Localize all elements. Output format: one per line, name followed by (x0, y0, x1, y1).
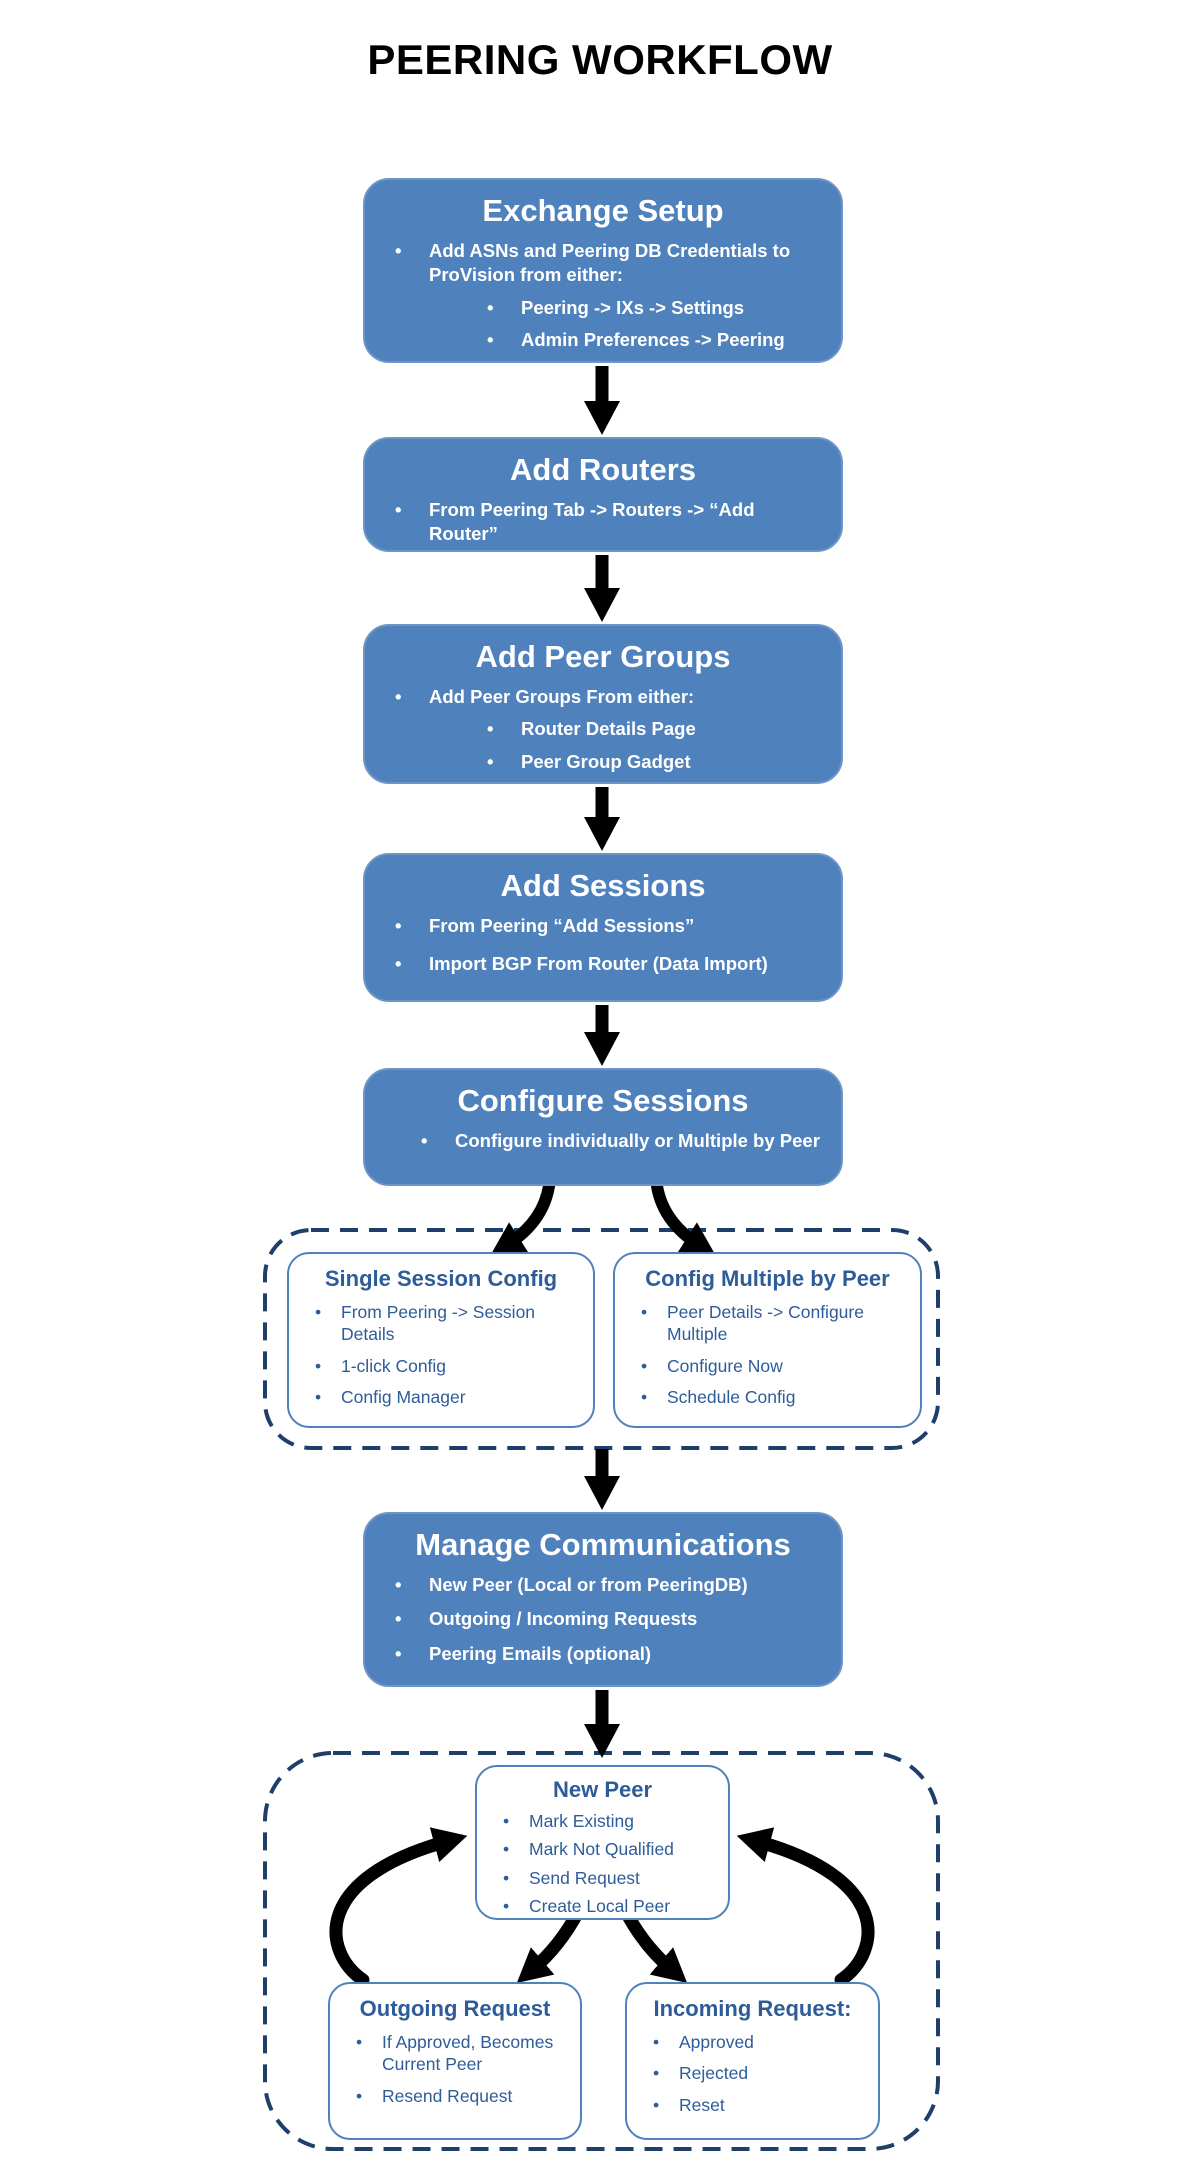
list-item: Add Peer Groups From either: (395, 685, 821, 709)
arrow-outgoing-to-new-peer (329, 1827, 468, 1987)
box-single-session-config-list: From Peering -> Session Details 1-click … (289, 1301, 593, 1409)
box-single-session-config: Single Session Config From Peering -> Se… (287, 1252, 595, 1428)
list-item: Mark Not Qualified (503, 1838, 714, 1860)
box-outgoing-request: Outgoing Request If Approved, Becomes Cu… (328, 1982, 582, 2140)
list-item: Configure Now (641, 1355, 906, 1377)
box-new-peer: New Peer Mark Existing Mark Not Qualifie… (475, 1765, 730, 1920)
list-item: From Peering -> Session Details (315, 1301, 579, 1346)
box-add-sessions-title: Add Sessions (500, 868, 706, 903)
list-item: Send Request (503, 1867, 714, 1889)
box-add-sessions-list: From Peering “Add Sessions” Import BGP F… (365, 914, 841, 977)
list-item: From Peering Tab -> Routers -> “Add Rout… (395, 498, 821, 547)
box-outgoing-request-list: If Approved, Becomes Current Peer Resend… (330, 2031, 580, 2107)
box-incoming-request-list: Approved Rejected Reset (627, 2031, 878, 2116)
box-config-multiple-by-peer-list: Peer Details -> Configure Multiple Confi… (615, 1301, 920, 1409)
arrow-configure-to-single-session (490, 1180, 555, 1256)
arrow-new-peer-to-incoming (619, 1905, 688, 1984)
box-incoming-request: Incoming Request: Approved Rejected Rese… (625, 1982, 880, 2140)
list-item: Peer Group Gadget (487, 750, 821, 774)
list-item: Add ASNs and Peering DB Credentials to P… (395, 239, 821, 288)
box-single-session-config-title: Single Session Config (324, 1266, 558, 1291)
box-add-routers-title: Add Routers (510, 452, 696, 487)
box-incoming-request-title: Incoming Request: (653, 1996, 852, 2021)
list-item: Outgoing / Incoming Requests (395, 1607, 821, 1631)
list-item: Resend Request (356, 2085, 566, 2107)
box-configure-sessions-title: Configure Sessions (457, 1083, 749, 1118)
box-new-peer-title: New Peer (552, 1777, 653, 1802)
box-exchange-setup-title: Exchange Setup (482, 193, 724, 228)
box-config-multiple-by-peer-title: Config Multiple by Peer (645, 1266, 890, 1291)
arrow-incoming-to-new-peer (736, 1827, 875, 1987)
list-item: Reset (653, 2094, 864, 2116)
box-add-peer-groups-title: Add Peer Groups (475, 639, 731, 674)
box-manage-communications-list: New Peer (Local or from PeeringDB) Outgo… (365, 1573, 841, 1666)
list-item: From Peering “Add Sessions” (395, 914, 821, 938)
list-item: Rejected (653, 2062, 864, 2084)
list-item: Import BGP From Router (Data Import) (395, 952, 821, 976)
list-item: Create Local Peer (503, 1895, 714, 1917)
box-add-routers-list: From Peering Tab -> Routers -> “Add Rout… (365, 498, 841, 547)
list-item: New Peer (Local or from PeeringDB) (395, 1573, 821, 1597)
list-item: Admin Preferences -> Peering (487, 328, 821, 352)
arrow-new-peer-to-outgoing (516, 1905, 585, 1984)
box-exchange-setup-list: Add ASNs and Peering DB Credentials to P… (365, 239, 841, 353)
list-item: Mark Existing (503, 1810, 714, 1832)
box-manage-communications-title: Manage Communications (415, 1527, 791, 1562)
list-item: Configure individually or Multiple by Pe… (421, 1129, 821, 1153)
page-title: PEERING WORKFLOW (367, 36, 833, 83)
box-exchange-setup: Exchange Setup Add ASNs and Peering DB C… (363, 178, 843, 363)
box-add-peer-groups-list: Add Peer Groups From either: Router Deta… (365, 685, 841, 774)
list-item: Router Details Page (487, 717, 821, 741)
box-config-multiple-by-peer: Config Multiple by Peer Peer Details -> … (613, 1252, 922, 1428)
box-configure-sessions-list: Configure individually or Multiple by Pe… (365, 1129, 841, 1153)
list-item: Approved (653, 2031, 864, 2053)
list-item: Schedule Config (641, 1386, 906, 1408)
box-manage-communications: Manage Communications New Peer (Local or… (363, 1512, 843, 1687)
box-add-peer-groups: Add Peer Groups Add Peer Groups From eit… (363, 624, 843, 784)
list-item: 1-click Config (315, 1355, 579, 1377)
box-add-routers: Add Routers From Peering Tab -> Routers … (363, 437, 843, 552)
arrow-configure-to-config-multiple (651, 1180, 716, 1256)
box-outgoing-request-title: Outgoing Request (359, 1996, 551, 2021)
box-configure-sessions: Configure Sessions Configure individuall… (363, 1068, 843, 1186)
box-add-sessions: Add Sessions From Peering “Add Sessions”… (363, 853, 843, 1002)
list-item: Peering -> IXs -> Settings (487, 296, 821, 320)
list-item: If Approved, Becomes Current Peer (356, 2031, 566, 2076)
list-item: Peer Details -> Configure Multiple (641, 1301, 906, 1346)
box-new-peer-list: Mark Existing Mark Not Qualified Send Re… (477, 1810, 728, 1918)
list-item: Config Manager (315, 1386, 579, 1408)
list-item: Peering Emails (optional) (395, 1642, 821, 1666)
